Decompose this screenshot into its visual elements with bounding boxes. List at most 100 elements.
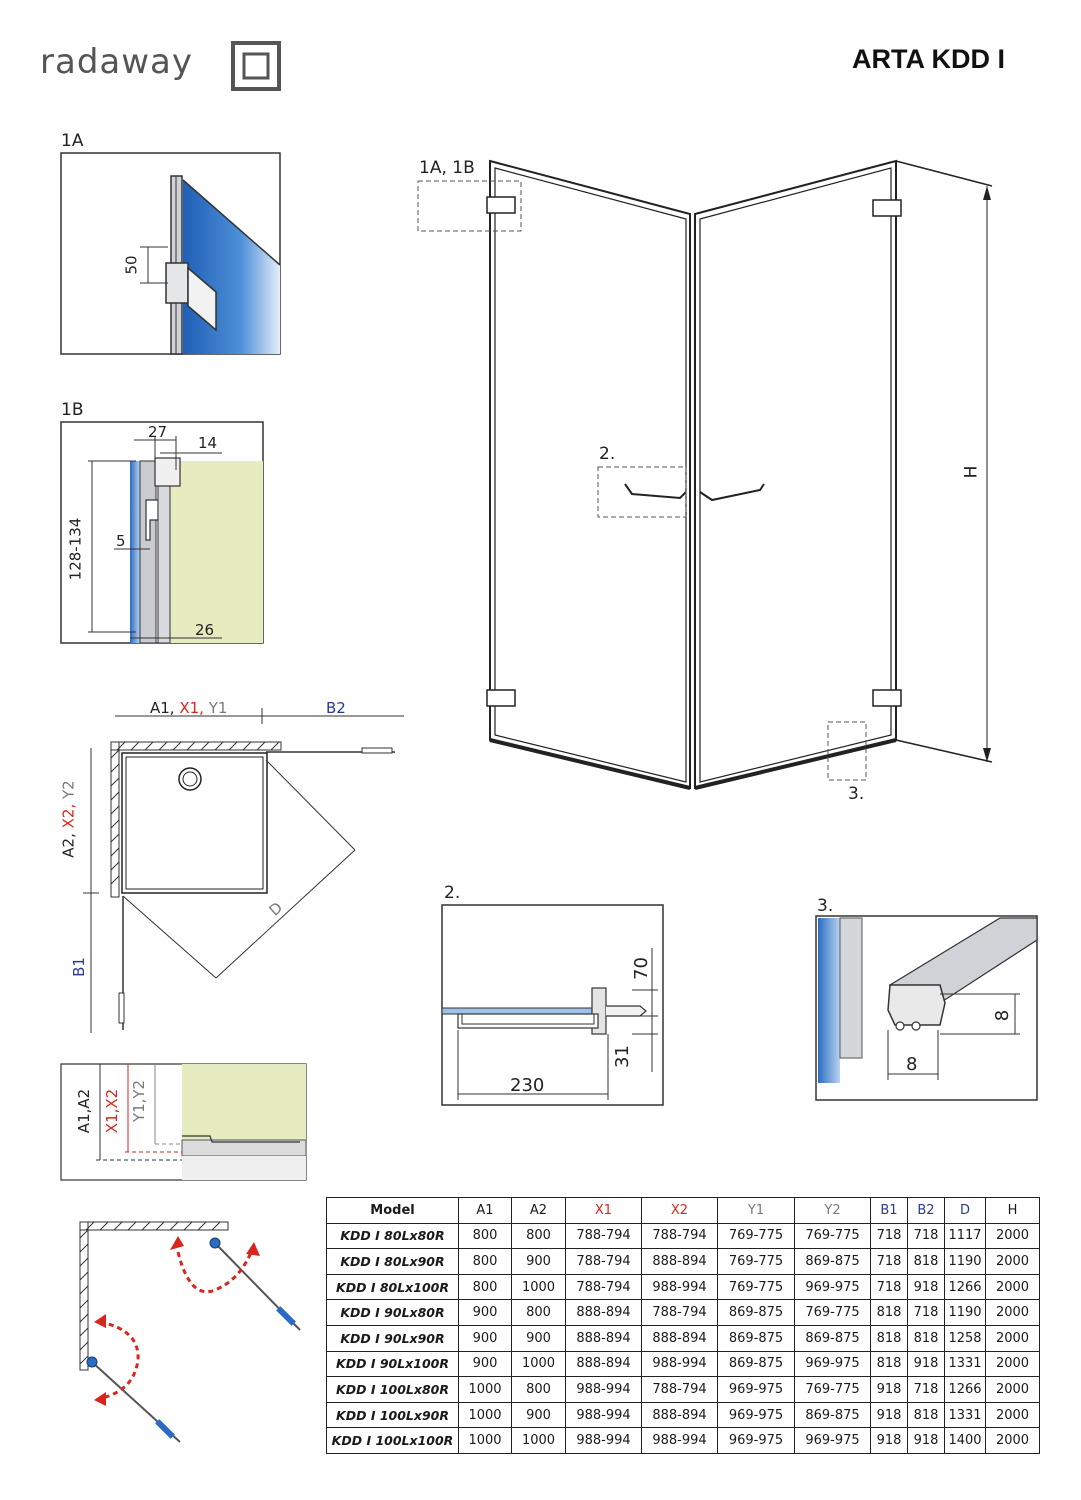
table-row: KDD I 100Lx80R 1000 800 988-994 788-794 …	[326, 1376, 1040, 1403]
plan-dim-b1: B1	[69, 957, 88, 977]
table-cell: 1000	[458, 1427, 512, 1454]
table-cell: 888-894	[565, 1299, 642, 1326]
header-cell: Model	[326, 1197, 459, 1224]
table-cell: 1000	[511, 1350, 566, 1378]
table-cell: 869-875	[717, 1324, 795, 1352]
table-cell: 1000	[511, 1427, 566, 1454]
plan-dim-d: D	[265, 898, 287, 920]
table-cell: 788-794	[565, 1248, 642, 1275]
detail-3-label: 3.	[817, 896, 834, 916]
table-cell: 918	[907, 1427, 945, 1454]
plan-dim-b2: B2	[326, 699, 346, 717]
table-cell: 1331	[944, 1350, 986, 1378]
table-cell: 788-794	[565, 1222, 642, 1250]
table-cell: 918	[907, 1273, 945, 1301]
table-cell: 1117	[944, 1222, 986, 1250]
model-cell: KDD I 90Lx80R	[326, 1299, 459, 1326]
table-cell: 969-975	[794, 1427, 871, 1454]
table-cell: 869-875	[794, 1248, 871, 1275]
table-cell: 1000	[458, 1401, 512, 1429]
table-cell: 800	[511, 1222, 566, 1250]
detail-3-dim-8-vertical: 8	[992, 1009, 1014, 1022]
table-cell: 1258	[944, 1324, 986, 1352]
table-cell: 769-775	[794, 1376, 871, 1403]
profile-label-a: A1,A2	[75, 1088, 94, 1134]
header-cell: A1	[458, 1197, 512, 1224]
table-cell: 818	[870, 1299, 908, 1326]
profile-label-y: Y1,Y2	[130, 1079, 149, 1123]
model-cell: KDD I 100Lx90R	[326, 1401, 459, 1429]
table-row: KDD I 90Lx100R 900 1000 888-894 988-994 …	[326, 1350, 1040, 1378]
table-cell: 869-875	[717, 1299, 795, 1326]
model-cell: KDD I 100Lx100R	[326, 1427, 459, 1454]
table-cell: 788-794	[641, 1376, 718, 1403]
detail-1a-dim-50: 50	[122, 255, 141, 275]
table-cell: 818	[907, 1248, 945, 1275]
table-cell: 2000	[985, 1324, 1040, 1352]
table-cell: 769-775	[717, 1222, 795, 1250]
detail-2-dim-31: 31	[611, 1045, 633, 1068]
plan-dim-x2: X2,	[59, 799, 78, 829]
table-cell: 888-894	[641, 1248, 718, 1275]
detail-1b-dim-5: 5	[116, 532, 126, 550]
detail-1a-label: 1A	[61, 131, 84, 151]
header-cell: H	[985, 1197, 1040, 1224]
plan-dim-a1: A1,	[150, 699, 180, 717]
model-cell: KDD I 80Lx100R	[326, 1273, 459, 1301]
header-cell: B1	[870, 1197, 908, 1224]
table-cell: 900	[511, 1401, 566, 1429]
table-cell: 2000	[985, 1350, 1040, 1378]
table-cell: 2000	[985, 1427, 1040, 1454]
model-cell: KDD I 80Lx80R	[326, 1222, 459, 1250]
header-cell: D	[944, 1197, 986, 1224]
spec-table-header-row: Model A1 A2 X1 X2 Y1 Y2 B1 B2 D H	[326, 1197, 1040, 1224]
table-cell: 969-975	[794, 1273, 871, 1301]
table-cell: 869-875	[794, 1401, 871, 1429]
table-cell: 988-994	[641, 1273, 718, 1301]
table-cell: 800	[458, 1273, 512, 1301]
table-cell: 869-875	[794, 1324, 871, 1352]
table-cell: 800	[511, 1299, 566, 1326]
table-cell: 769-775	[794, 1299, 871, 1326]
table-cell: 918	[870, 1401, 908, 1429]
detail-1b-label: 1B	[61, 400, 84, 420]
table-cell: 1266	[944, 1376, 986, 1403]
table-cell: 1266	[944, 1273, 986, 1301]
plan-dim-top: A1, X1, Y1	[150, 699, 227, 717]
detail-2-dim-70: 70	[630, 957, 652, 980]
spec-table: Model A1 A2 X1 X2 Y1 Y2 B1 B2 D H KDD I …	[326, 1197, 1040, 1454]
table-cell: 900	[511, 1248, 566, 1275]
table-cell: 718	[907, 1299, 945, 1326]
table-cell: 769-775	[794, 1222, 871, 1250]
table-cell: 800	[458, 1248, 512, 1275]
plan-dim-a2: A2,	[59, 828, 78, 858]
detail-2-dim-230: 230	[510, 1075, 545, 1096]
profile-label-x: X1,X2	[103, 1088, 122, 1134]
brand-name: radaway	[40, 42, 193, 82]
table-cell: 2000	[985, 1222, 1040, 1250]
table-cell: 718	[870, 1273, 908, 1301]
table-cell: 969-975	[717, 1427, 795, 1454]
table-row: KDD I 90Lx80R 900 800 888-894 788-794 86…	[326, 1299, 1040, 1326]
table-cell: 800	[458, 1222, 512, 1250]
table-cell: 918	[870, 1427, 908, 1454]
table-cell: 818	[870, 1350, 908, 1378]
detail-1b-dim-26: 26	[195, 621, 215, 639]
table-cell: 788-794	[565, 1273, 642, 1301]
header-cell: X1	[565, 1197, 642, 1224]
table-cell: 1190	[944, 1299, 986, 1326]
table-cell: 718	[870, 1248, 908, 1275]
table-cell: 1331	[944, 1401, 986, 1429]
table-cell: 900	[458, 1350, 512, 1378]
table-cell: 888-894	[565, 1350, 642, 1378]
detail-3-dim-8-horizontal: 8	[906, 1054, 918, 1075]
table-row: KDD I 80Lx80R 800 800 788-794 788-794 76…	[326, 1222, 1040, 1250]
table-cell: 988-994	[565, 1376, 642, 1403]
table-cell: 818	[907, 1324, 945, 1352]
table-cell: 788-794	[641, 1222, 718, 1250]
header-cell: Y1	[717, 1197, 795, 1224]
header-cell: B2	[907, 1197, 945, 1224]
callout-2-handle: 2.	[599, 444, 616, 464]
table-cell: 718	[907, 1222, 945, 1250]
table-cell: 2000	[985, 1248, 1040, 1275]
